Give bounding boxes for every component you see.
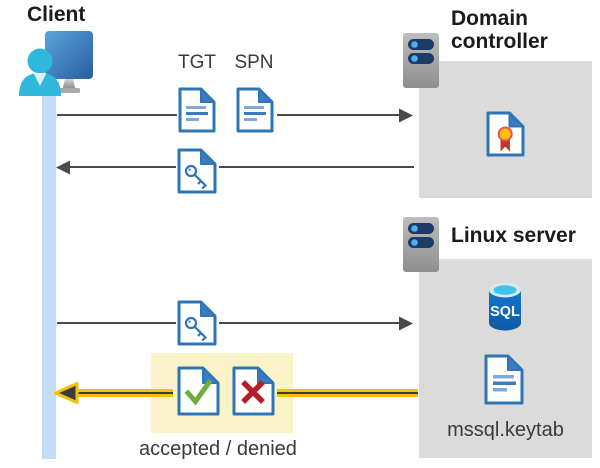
server-icon-domain-controller bbox=[403, 33, 439, 88]
arrow-response-dc-line2 bbox=[219, 166, 414, 168]
arrow-right-icon bbox=[399, 108, 413, 123]
arrow-left-highlighted-icon bbox=[54, 382, 79, 404]
cross-document-icon bbox=[232, 366, 275, 416]
arrow-request-linux-line bbox=[57, 322, 176, 324]
key-document-icon bbox=[177, 300, 217, 346]
arrow-request-dc-line2 bbox=[277, 114, 401, 116]
spn-label: SPN bbox=[234, 52, 274, 73]
key-document-icon bbox=[177, 148, 217, 194]
spn-document-icon bbox=[236, 87, 274, 133]
client-label: Client bbox=[27, 3, 86, 26]
server-icon-linux bbox=[403, 217, 439, 272]
monitor-icon bbox=[45, 31, 93, 93]
arrow-result-line2 bbox=[277, 389, 418, 397]
linux-server-label: Linux server bbox=[451, 224, 576, 247]
arrow-request-linux-line2 bbox=[219, 322, 401, 324]
arrow-result-line bbox=[70, 389, 173, 397]
user-icon bbox=[19, 48, 61, 96]
client-lifeline bbox=[42, 92, 56, 459]
certificate-document-icon bbox=[486, 111, 525, 157]
arrow-response-dc-line bbox=[68, 166, 176, 168]
arrow-left-icon bbox=[56, 160, 70, 175]
tgt-document-icon bbox=[178, 87, 216, 133]
sql-database-icon: SQL bbox=[489, 282, 521, 331]
arrow-request-dc-line bbox=[57, 114, 177, 116]
client-device-icon bbox=[19, 31, 93, 96]
sql-badge-text: SQL bbox=[490, 304, 520, 320]
tgt-label: TGT bbox=[178, 52, 216, 73]
keytab-document-icon bbox=[484, 354, 524, 405]
arrow-right-icon bbox=[399, 316, 413, 331]
accepted-denied-label: accepted / denied bbox=[139, 438, 297, 460]
keytab-label: mssql.keytab bbox=[447, 419, 564, 441]
check-document-icon bbox=[177, 366, 220, 416]
domain-controller-label: Domain controller bbox=[451, 7, 548, 53]
